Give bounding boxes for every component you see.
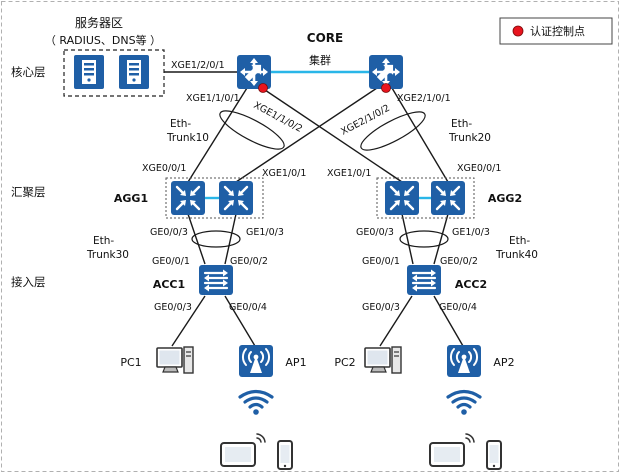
router-icon[interactable] <box>235 53 273 91</box>
trunk-label: Eth- <box>170 118 191 130</box>
auth-point-legend-dot <box>512 25 524 37</box>
port-label: XGE0/0/1 <box>142 163 186 174</box>
eth-trunk10-ellipse <box>219 110 285 150</box>
port-label: XGE1/0/1 <box>262 168 306 179</box>
laptop-icon[interactable] <box>429 433 475 467</box>
layer2-switch-icon[interactable] <box>405 263 443 297</box>
acc2-label: ACC2 <box>455 278 487 291</box>
agg2-stack-box <box>376 177 475 219</box>
port-label: GE0/0/3 <box>356 227 394 238</box>
port-label: GE0/0/2 <box>440 256 478 267</box>
access-point-icon[interactable] <box>446 344 482 378</box>
port-label: GE0/0/4 <box>439 302 477 313</box>
cluster-label: 集群 <box>309 53 331 67</box>
port-label: GE0/0/1 <box>152 256 190 267</box>
layer2-switch-icon[interactable] <box>197 263 235 297</box>
server-zone-box <box>63 49 165 97</box>
trunk-label: Trunk30 <box>86 249 129 261</box>
server-zone-subtitle: （ RADIUS、DNS等 ） <box>45 33 161 47</box>
auth-point-dot <box>381 83 391 93</box>
pc-icon[interactable] <box>364 346 402 374</box>
port-label: GE0/0/3 <box>150 227 188 238</box>
trunk-label: Eth- <box>451 118 472 130</box>
agg1-stack-box <box>165 177 264 219</box>
layer-label-access: 接入层 <box>11 275 46 289</box>
layer3-switch-icon[interactable] <box>383 179 421 217</box>
legend-box <box>499 17 613 45</box>
layer3-switch-icon[interactable] <box>217 179 255 217</box>
agg1-label: AGG1 <box>114 192 148 205</box>
port-label: GE0/0/3 <box>362 302 400 313</box>
trunk-label: Trunk20 <box>448 132 491 144</box>
wifi-signal-icon <box>238 389 274 417</box>
eth-trunk30-ellipse <box>191 230 241 248</box>
access-point-icon[interactable] <box>238 344 274 378</box>
port-label: XGE1/1/0/2 <box>252 100 305 135</box>
trunk-label: Eth- <box>93 235 114 247</box>
pc2-label: PC2 <box>334 356 355 369</box>
server-zone-title: 服务器区 <box>75 15 123 30</box>
layer3-switch-icon[interactable] <box>169 179 207 217</box>
ap1-label: AP1 <box>285 356 306 369</box>
layer-label-core: 核心层 <box>11 65 46 79</box>
legend-label: 认证控制点 <box>530 24 585 38</box>
port-label: XGE2/1/0/1 <box>397 93 451 104</box>
port-label: XGE1/2/0/1 <box>171 60 225 71</box>
port-label: GE0/0/3 <box>154 302 192 313</box>
auth-point-dot <box>258 83 268 93</box>
port-label: XGE1/1/0/1 <box>186 93 240 104</box>
eth-trunk40-ellipse <box>399 230 449 248</box>
trunk-label: Trunk40 <box>495 249 538 261</box>
ap2-label: AP2 <box>493 356 514 369</box>
link-lines <box>164 71 464 347</box>
port-label: XGE0/0/1 <box>457 163 501 174</box>
port-label: GE1/0/3 <box>452 227 490 238</box>
pc1-label: PC1 <box>120 356 141 369</box>
layer-label-aggregation: 汇聚层 <box>11 185 46 199</box>
port-label: XGE1/0/1 <box>327 168 371 179</box>
port-label: GE1/0/3 <box>246 227 284 238</box>
wifi-signal-icon <box>446 389 482 417</box>
laptop-icon[interactable] <box>220 433 266 467</box>
phone-icon[interactable] <box>277 440 293 470</box>
eth-trunk20-ellipse <box>360 111 426 151</box>
agg2-label: AGG2 <box>488 192 522 205</box>
port-label: GE0/0/1 <box>362 256 400 267</box>
trunk-label: Eth- <box>509 235 530 247</box>
layer3-switch-icon[interactable] <box>429 179 467 217</box>
pc-icon[interactable] <box>156 346 194 374</box>
server-icon[interactable] <box>74 55 104 89</box>
acc1-label: ACC1 <box>153 278 185 291</box>
phone-icon[interactable] <box>486 440 502 470</box>
port-label: GE0/0/4 <box>229 302 267 313</box>
server-icon[interactable] <box>119 55 149 89</box>
trunk-label: Trunk10 <box>166 132 209 144</box>
core-label: CORE <box>307 31 343 45</box>
port-label: GE0/0/2 <box>230 256 268 267</box>
